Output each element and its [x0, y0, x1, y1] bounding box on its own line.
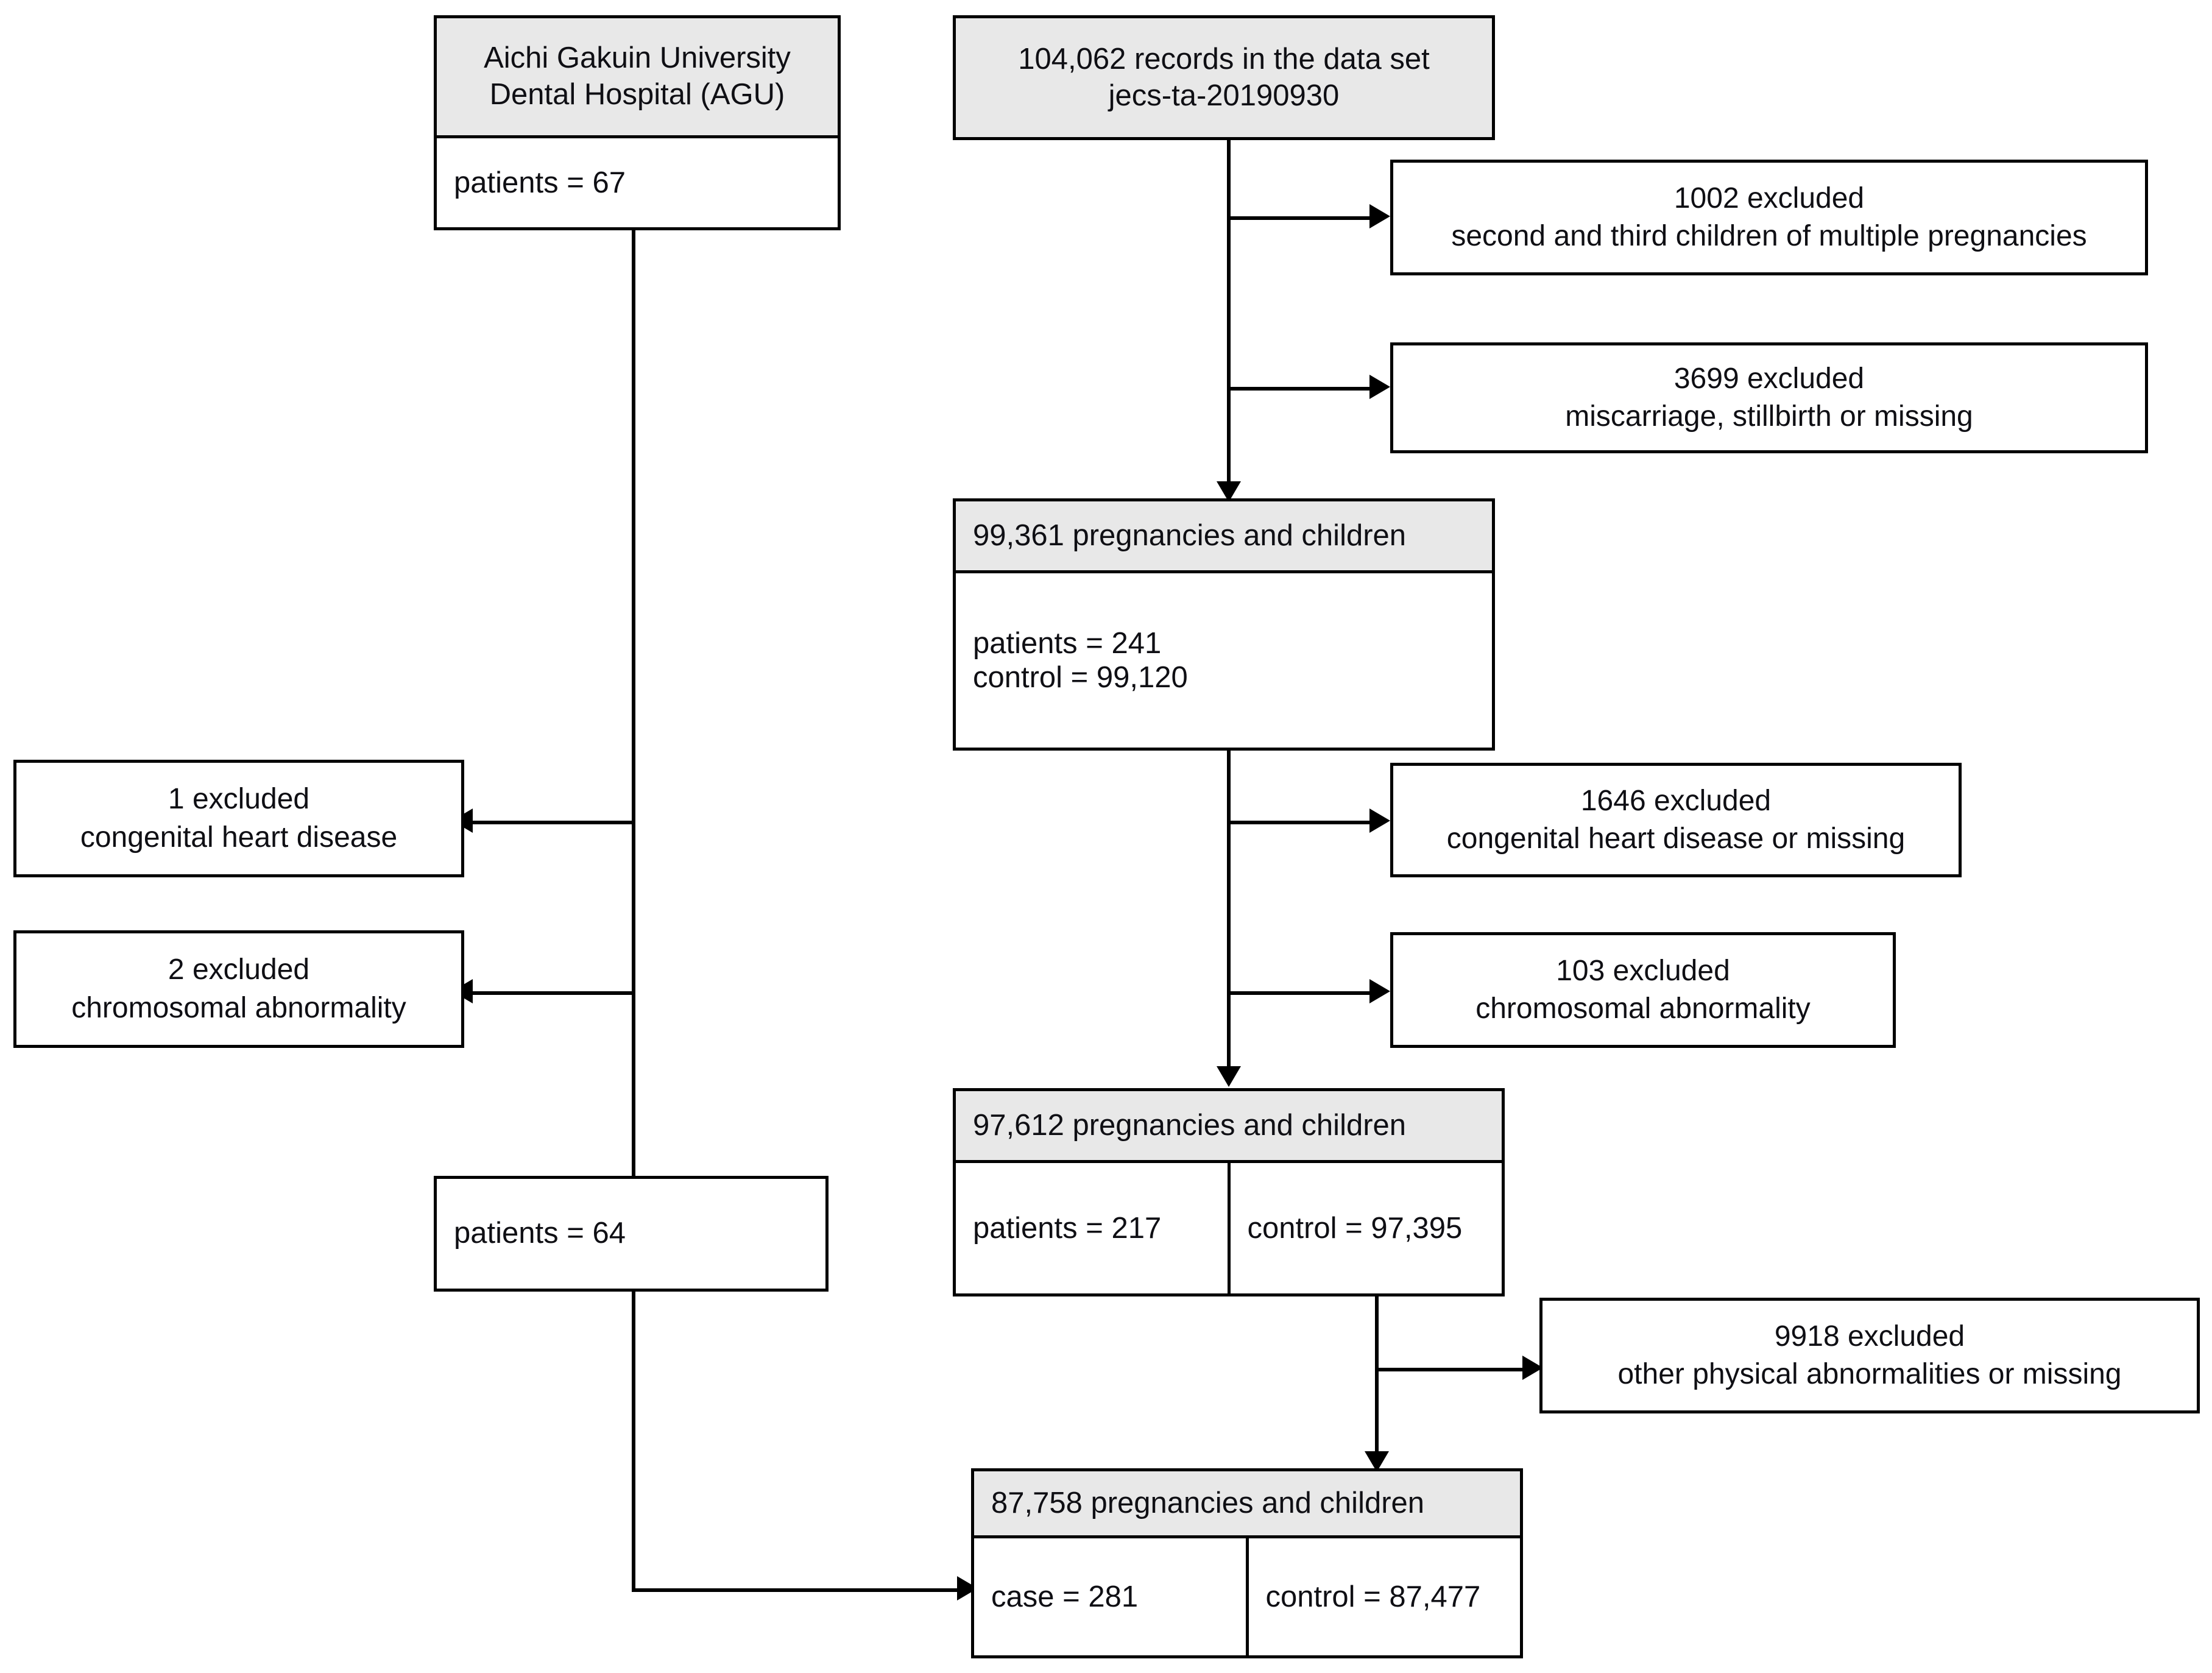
excl-miscarriage-count: 3699 excluded: [1673, 362, 1865, 395]
excl-chromo-agu-reason: chromosomal abnormality: [71, 991, 406, 1024]
node-excluded-chd-agu: 1 excluded congenital heart disease: [13, 760, 464, 877]
node-agu-patients: patients = 67: [454, 166, 626, 199]
node-87758-body: case = 281 control = 87,477: [974, 1538, 1520, 1655]
connector-97612-spine: [1375, 1296, 1379, 1473]
excl-multiple-count: 1002 excluded: [1673, 182, 1865, 214]
connector-agu-to-excl-chromo: [469, 991, 634, 995]
excl-chromo-jecs-reason: chromosomal abnormality: [1475, 992, 1811, 1025]
node-87758-control: control = 87,477: [1245, 1538, 1521, 1655]
node-excluded-miscarriage: 3699 excluded miscarriage, stillbirth or…: [1390, 342, 2148, 453]
arrowhead-99361-to-excl-chd: [1369, 808, 1390, 833]
node-agu: Aichi Gakuin University Dental Hospital …: [434, 15, 841, 230]
connector-97612-to-excl-other: [1375, 1368, 1526, 1371]
node-97612-body: patients = 217 control = 97,395: [956, 1163, 1502, 1293]
arrowhead-dataset-to-excl-miscarriage: [1369, 375, 1390, 399]
excl-miscarriage-reason: miscarriage, stillbirth or missing: [1565, 400, 1973, 433]
excl-multiple-reason: second and third children of multiple pr…: [1451, 220, 2087, 252]
connector-99361-spine: [1227, 751, 1231, 1070]
node-97612: 97,612 pregnancies and children patients…: [953, 1088, 1505, 1296]
node-99361-body: patients = 241 control = 99,120: [956, 573, 1492, 748]
connector-dataset-spine: [1227, 140, 1231, 486]
excl-other-count: 9918 excluded: [1774, 1320, 1965, 1353]
excl-chd-agu-reason: congenital heart disease: [80, 821, 398, 854]
node-excluded-multiple-pregnancies: 1002 excluded second and third children …: [1390, 160, 2148, 275]
node-excluded-chd-jecs: 1646 excluded congenital heart disease o…: [1390, 763, 1962, 877]
node-87758-title: 87,758 pregnancies and children: [974, 1471, 1520, 1538]
node-excluded-chromosomal-agu: 2 excluded chromosomal abnormality: [13, 930, 464, 1048]
node-excluded-other-abnormalities: 9918 excluded other physical abnormaliti…: [1539, 1298, 2200, 1413]
node-dataset-title: 104,062 records in the data set jecs-ta-…: [956, 18, 1492, 137]
excl-other-reason: other physical abnormalities or missing: [1617, 1358, 2122, 1390]
arrowhead-99361-to-excl-chromo: [1369, 979, 1390, 1003]
node-97612-title: 97,612 pregnancies and children: [956, 1091, 1502, 1163]
connector-dataset-to-excl-multiple: [1227, 216, 1373, 220]
node-dataset: 104,062 records in the data set jecs-ta-…: [953, 15, 1495, 140]
connector-99361-to-excl-chd: [1227, 821, 1373, 824]
excl-chromo-agu-count: 2 excluded: [168, 953, 310, 986]
excl-chd-agu-count: 1 excluded: [168, 783, 310, 816]
connector-agu-to-case: [632, 1588, 961, 1592]
connector-agu-to-excl-chd: [469, 821, 634, 824]
node-87758-case: case = 281: [991, 1580, 1139, 1613]
connector-99361-to-excl-chromo: [1227, 991, 1373, 995]
excl-chd-jecs-reason: congenital heart disease or missing: [1446, 822, 1906, 855]
node-agu-title: Aichi Gakuin University Dental Hospital …: [437, 18, 838, 138]
node-97612-control: control = 97,395: [1227, 1163, 1502, 1293]
node-87758: 87,758 pregnancies and children case = 2…: [971, 1468, 1523, 1658]
node-agu-remaining: patients = 64: [434, 1176, 829, 1292]
node-99361-title: 99,361 pregnancies and children: [956, 501, 1492, 573]
node-agu-remaining-label: patients = 64: [454, 1217, 626, 1250]
excl-chromo-jecs-count: 103 excluded: [1556, 954, 1730, 987]
excl-chd-jecs-count: 1646 excluded: [1580, 784, 1772, 817]
node-99361-counts: patients = 241 control = 99,120: [973, 627, 1188, 694]
arrowhead-99361-to-97612: [1217, 1066, 1241, 1087]
connector-agu-spine: [632, 230, 635, 1592]
connector-dataset-to-excl-miscarriage: [1227, 387, 1373, 391]
node-agu-body: patients = 67: [437, 138, 838, 227]
node-99361: 99,361 pregnancies and children patients…: [953, 498, 1495, 751]
node-excluded-chromosomal-jecs: 103 excluded chromosomal abnormality: [1390, 932, 1896, 1048]
arrowhead-dataset-to-excl-multiple: [1369, 204, 1390, 228]
node-97612-patients: patients = 217: [973, 1212, 1162, 1245]
